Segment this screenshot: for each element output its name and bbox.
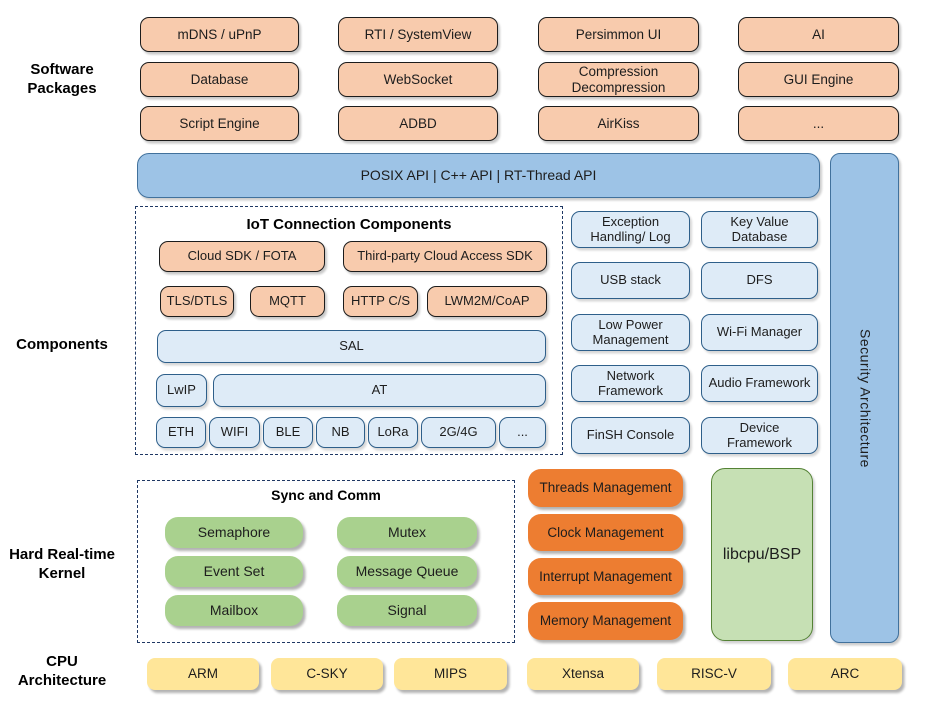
- iot-sal-layer: SAL: [157, 330, 546, 363]
- component-dfs: DFS: [701, 262, 818, 299]
- kernel-mutex: Mutex: [337, 517, 477, 548]
- security-architecture-bar: Security Architecture: [830, 153, 899, 643]
- kernel-message-queue: Message Queue: [337, 556, 477, 587]
- cpu-mips: MIPS: [394, 658, 507, 690]
- package-mdns-upnp: mDNS / uPnP: [140, 17, 299, 52]
- kernel-signal: Signal: [337, 595, 477, 626]
- package-adbd: ADBD: [338, 106, 498, 141]
- package-airkiss: AirKiss: [538, 106, 699, 141]
- iot-link-more: ...: [499, 417, 546, 448]
- kernel-event-set: Event Set: [165, 556, 303, 587]
- cpu-xtensa: Xtensa: [527, 658, 639, 690]
- iot-at-layer: AT: [213, 374, 546, 407]
- iot-http-cs: HTTP C/S: [343, 286, 418, 317]
- cpu-arm: ARM: [147, 658, 259, 690]
- section-label-cpu: CPU Architecture: [17, 653, 107, 689]
- component-network-framework: Network Framework: [571, 365, 690, 402]
- iot-mqtt: MQTT: [250, 286, 325, 317]
- kernel-libcpu-bsp: libcpu/BSP: [711, 468, 813, 641]
- iot-link-eth: ETH: [156, 417, 206, 448]
- kernel-clock-management: Clock Management: [528, 514, 683, 551]
- package-websocket: WebSocket: [338, 62, 498, 97]
- component-device-framework: Device Framework: [701, 417, 818, 454]
- package-persimmon-ui: Persimmon UI: [538, 17, 699, 52]
- component-wifi-manager: Wi-Fi Manager: [701, 314, 818, 351]
- component-finsh-console: FinSH Console: [571, 417, 690, 454]
- iot-cloud-sdk-fota: Cloud SDK / FOTA: [159, 241, 325, 272]
- section-label-software-packages: Software Packages: [27, 61, 97, 97]
- iot-third-party-cloud-sdk: Third-party Cloud Access SDK: [343, 241, 547, 272]
- package-script-engine: Script Engine: [140, 106, 299, 141]
- package-database: Database: [140, 62, 299, 97]
- section-label-components: Components: [16, 336, 108, 353]
- package-gui-engine: GUI Engine: [738, 62, 899, 97]
- cpu-c-sky: C-SKY: [271, 658, 383, 690]
- kernel-interrupt-management: Interrupt Management: [528, 558, 683, 595]
- sync-comm-frame: [137, 480, 515, 643]
- kernel-semaphore: Semaphore: [165, 517, 303, 548]
- iot-link-lora: LoRa: [368, 417, 418, 448]
- package-rti-systemview: RTI / SystemView: [338, 17, 498, 52]
- iot-link-nb: NB: [316, 417, 365, 448]
- kernel-threads-management: Threads Management: [528, 469, 683, 507]
- package-more: ...: [738, 106, 899, 141]
- api-layer-bar: POSIX API | C++ API | RT-Thread API: [137, 153, 820, 198]
- component-usb-stack: USB stack: [571, 262, 690, 299]
- section-label-kernel: Hard Real-time Kernel: [9, 546, 115, 582]
- iot-components-frame: [135, 206, 563, 455]
- cpu-arc: ARC: [788, 658, 902, 690]
- kernel-mailbox: Mailbox: [165, 595, 303, 626]
- iot-link-wifi: WIFI: [209, 417, 260, 448]
- component-key-value-database: Key Value Database: [701, 211, 818, 248]
- iot-tls-dtls: TLS/DTLS: [160, 286, 234, 317]
- component-low-power-management: Low Power Management: [571, 314, 690, 351]
- iot-lwm2m-coap: LWM2M/CoAP: [427, 286, 547, 317]
- iot-link-2g4g: 2G/4G: [421, 417, 496, 448]
- iot-link-ble: BLE: [263, 417, 313, 448]
- component-audio-framework: Audio Framework: [701, 365, 818, 402]
- component-exception-handling-log: Exception Handling/ Log: [571, 211, 690, 248]
- iot-lwip: LwIP: [156, 374, 207, 407]
- kernel-memory-management: Memory Management: [528, 602, 683, 640]
- iot-components-title: IoT Connection Components: [246, 216, 452, 233]
- sync-comm-title: Sync and Comm: [271, 487, 381, 503]
- package-compression: Compression Decompression: [538, 62, 699, 97]
- cpu-risc-v: RISC-V: [657, 658, 771, 690]
- package-ai: AI: [738, 17, 899, 52]
